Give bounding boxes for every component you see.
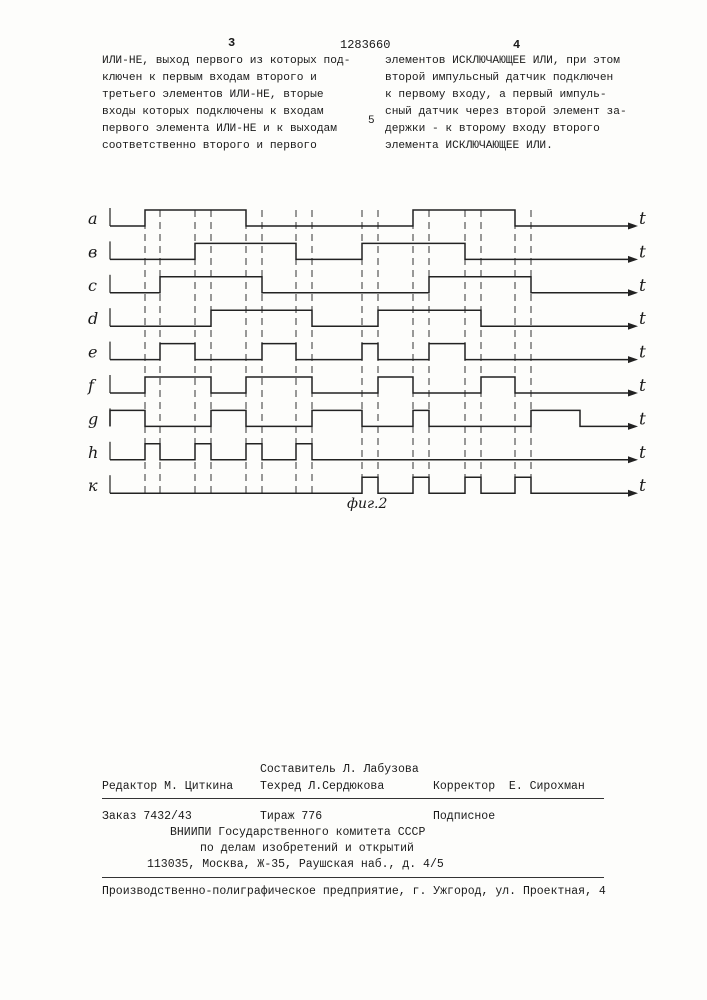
editor-credit: Редактор М. Циткина	[102, 780, 233, 793]
time-axis-label: t	[639, 209, 646, 229]
signal-label: e	[88, 343, 97, 362]
time-axis-label: t	[639, 409, 646, 429]
axis-arrow	[628, 223, 638, 230]
time-axis-label: t	[639, 276, 646, 296]
printing-house: Производственно-полиграфическое предприя…	[102, 885, 606, 898]
organization-line-1: ВНИИПИ Государственного комитета СССР	[170, 826, 425, 839]
figure-caption: фиг.2	[347, 496, 388, 512]
subscription: Подписное	[433, 810, 495, 823]
signal-label: a	[88, 209, 98, 228]
axis-arrow	[628, 323, 638, 330]
signal-waveform	[110, 444, 630, 460]
time-axis-label: t	[639, 476, 646, 496]
signal-waveform	[110, 477, 630, 493]
compiler-credit: Составитель Л. Лабузова	[260, 763, 419, 776]
divider	[102, 877, 604, 878]
techred-credit: Техред Л.Сердюкова	[260, 780, 384, 793]
signal-waveform	[110, 377, 630, 393]
signal-waveform	[110, 210, 630, 226]
order-number: Заказ 7432/43	[102, 810, 192, 823]
axis-arrow	[628, 490, 638, 497]
signal-label: f	[87, 376, 97, 395]
time-axis-label: t	[639, 309, 646, 329]
time-axis-label: t	[639, 376, 646, 396]
signal-label: c	[88, 276, 97, 295]
axis-arrow	[628, 256, 638, 263]
time-axis-label: t	[639, 443, 646, 463]
axis-arrow	[628, 390, 638, 397]
organization-line-2: по делам изобретений и открытий	[200, 842, 414, 855]
signal-label: h	[88, 443, 98, 462]
signal-waveform	[110, 310, 630, 326]
signal-traces: a t в t c t d t e t f t g t h t к t	[87, 208, 646, 497]
signal-label: g	[88, 409, 98, 428]
signal-label: в	[88, 242, 97, 261]
guide-lines	[145, 210, 531, 493]
circulation: Тираж 776	[260, 810, 322, 823]
timing-diagram: a t в t c t d t e t f t g t h t к t фиг.2	[0, 0, 707, 540]
signal-waveform	[110, 277, 630, 293]
time-axis-label: t	[639, 343, 646, 363]
time-axis-label: t	[639, 242, 646, 262]
corrector-credit: Корректор Е. Сирохман	[433, 780, 585, 793]
axis-arrow	[628, 423, 638, 430]
axis-arrow	[628, 456, 638, 463]
signal-waveform	[110, 410, 630, 426]
divider	[102, 798, 604, 799]
organization-address: 113035, Москва, Ж-35, Раушская наб., д. …	[147, 858, 444, 871]
signal-waveform	[110, 243, 630, 259]
signal-label: к	[88, 476, 98, 495]
axis-arrow	[628, 289, 638, 296]
signal-waveform	[110, 344, 630, 360]
signal-label: d	[88, 309, 98, 328]
axis-arrow	[628, 356, 638, 363]
